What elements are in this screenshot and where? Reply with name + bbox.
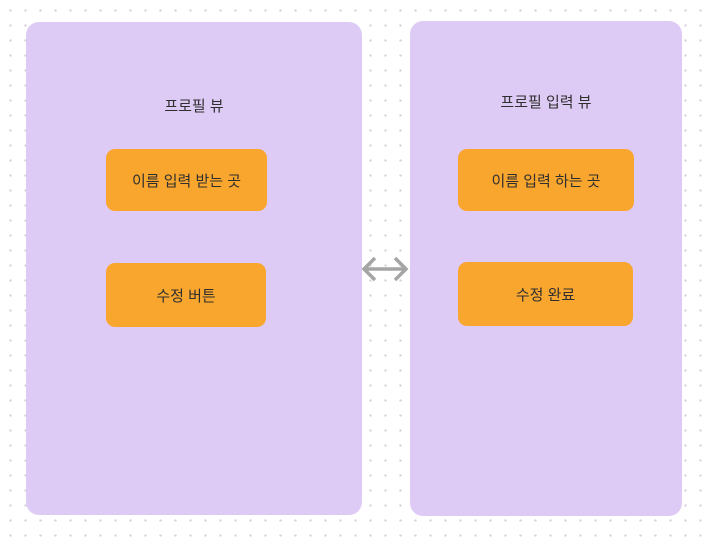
frame-title: 프로필 입력 뷰 (500, 94, 592, 111)
frame-title: 프로필 뷰 (164, 98, 224, 115)
node-name-input-receiver[interactable]: 이름 입력 받는 곳 (106, 149, 267, 211)
node-label: 수정 버튼 (156, 287, 216, 305)
frame-profile-input-view[interactable]: 프로필 입력 뷰 이름 입력 하는 곳 수정 완료 (410, 21, 682, 516)
node-name-input-place[interactable]: 이름 입력 하는 곳 (458, 149, 634, 211)
node-label: 수정 완료 (515, 286, 576, 304)
node-edit-complete[interactable]: 수정 완료 (458, 262, 633, 326)
node-edit-button[interactable]: 수정 버튼 (106, 263, 266, 327)
node-label: 이름 입력 하는 곳 (491, 172, 601, 190)
frame-profile-view[interactable]: 프로필 뷰 이름 입력 받는 곳 수정 버튼 (26, 22, 362, 515)
bidirectional-arrow-icon[interactable] (360, 255, 410, 283)
node-label: 이름 입력 받는 곳 (131, 172, 242, 190)
